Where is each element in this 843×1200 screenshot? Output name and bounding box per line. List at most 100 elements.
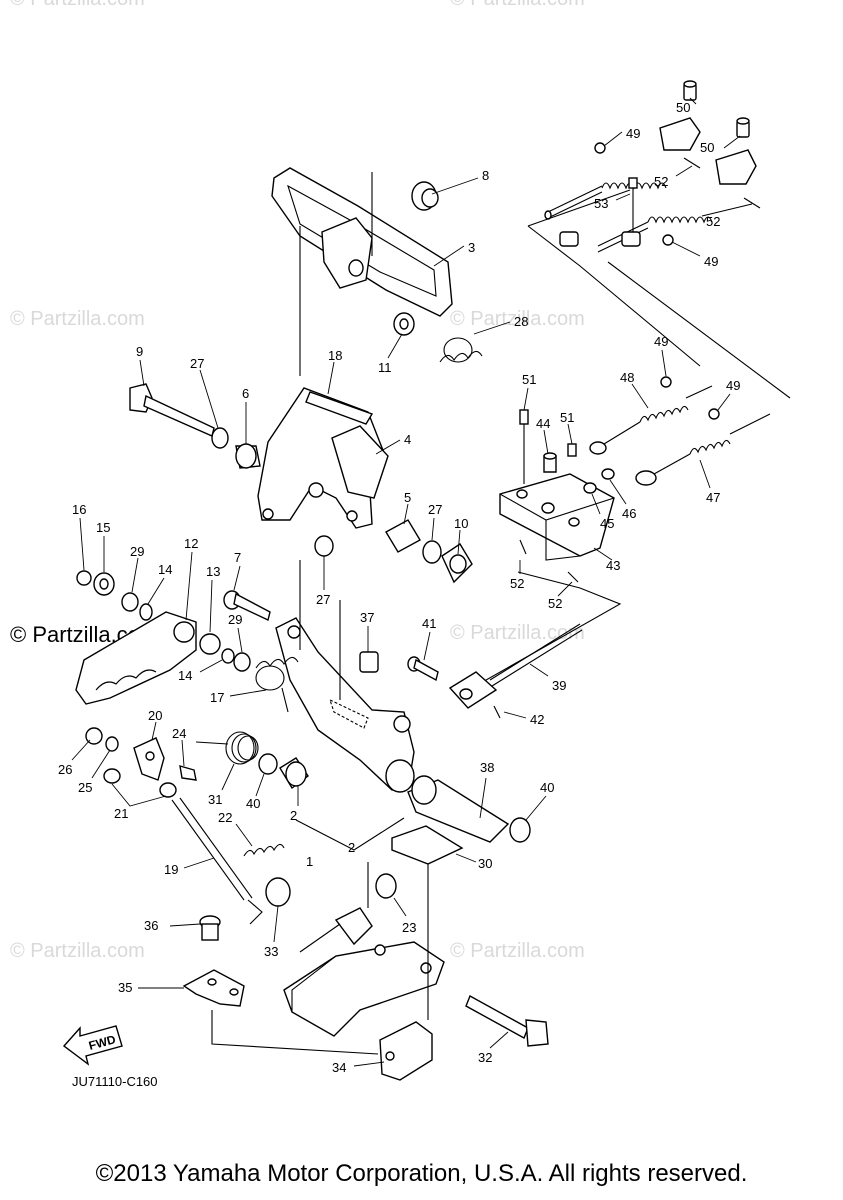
spring-17	[255, 656, 299, 669]
callout-12: 12	[184, 536, 198, 551]
callout-30: 30	[478, 856, 492, 871]
watermark-center-right: © Partzilla.com	[450, 622, 585, 644]
lever-12	[75, 611, 197, 705]
callout-27: 27	[190, 356, 204, 371]
watermark-low-left: © Partzilla.com	[10, 940, 145, 962]
pedal-pad-3	[271, 167, 453, 376]
cap-40a	[258, 753, 278, 775]
callout-25: 25	[78, 780, 92, 795]
bracket-20	[133, 737, 165, 781]
retaining-ring-49b	[662, 234, 674, 246]
cable-48	[589, 385, 713, 455]
callout-49: 49	[654, 334, 668, 349]
copyright-notice: ©2013 Yamaha Motor Corporation, U.S.A. A…	[95, 1160, 748, 1187]
nut-45	[583, 482, 597, 494]
callout-29: 29	[130, 544, 144, 559]
callout-45: 45	[600, 516, 614, 531]
callout-7: 7	[234, 550, 241, 565]
callout-36: 36	[144, 918, 158, 933]
callout-11: 11	[378, 360, 392, 375]
callout-53: 53	[594, 196, 608, 211]
nut-46	[601, 468, 615, 480]
collar-14a	[139, 603, 153, 621]
callout-5: 5	[404, 490, 411, 505]
ring-16	[76, 570, 92, 586]
callout-2: 2	[348, 840, 355, 855]
screw-51a	[519, 409, 529, 425]
callout-33: 33	[264, 944, 278, 959]
cable-spring-b	[647, 216, 713, 224]
collar-33	[265, 877, 291, 907]
collar-5	[385, 519, 421, 553]
callout-18: 18	[328, 348, 342, 363]
retaining-ring-49c	[660, 376, 672, 388]
callout-27: 27	[428, 502, 442, 517]
callout-10: 10	[454, 516, 468, 531]
fwd-label: FWD	[87, 1032, 117, 1053]
callout-26: 26	[58, 762, 72, 777]
callout-52: 52	[548, 596, 562, 611]
cable-assembly-upper	[544, 80, 761, 253]
callout-50: 50	[676, 100, 690, 115]
callout-21: 21	[114, 806, 128, 821]
collar-37	[359, 651, 379, 673]
callout-47: 47	[706, 490, 720, 505]
callout-48: 48	[620, 370, 634, 385]
callout-6: 6	[242, 386, 249, 401]
callout-49: 49	[704, 254, 718, 269]
callout-39: 39	[552, 678, 566, 693]
base-bracket	[283, 907, 445, 1037]
callout-52: 52	[510, 576, 524, 591]
callout-37: 37	[360, 610, 374, 625]
callout-42: 42	[530, 712, 544, 727]
callout-40: 40	[246, 796, 260, 811]
retaining-ring-49a	[594, 142, 606, 154]
callout-16: 16	[72, 502, 86, 517]
cap-40b	[509, 817, 531, 843]
callout-51: 51	[560, 410, 574, 425]
bolt-36	[199, 915, 221, 941]
callout-15: 15	[96, 520, 110, 535]
callout-27: 27	[316, 592, 330, 607]
callout-17: 17	[210, 690, 224, 705]
nut-21a	[103, 768, 121, 784]
watermark-top-left: © Partzilla.com	[10, 0, 145, 11]
callouts: 50 49 50 8 52 53 52 49 3 28 11 9 27 18 6…	[58, 100, 740, 1075]
plate-34	[379, 1021, 433, 1081]
nut-21b	[159, 782, 177, 798]
callout-22: 22	[218, 810, 232, 825]
callout-49: 49	[626, 126, 640, 141]
bolt-9	[129, 383, 215, 437]
callout-1: 1	[306, 854, 313, 869]
adjuster-rod-39	[448, 623, 583, 709]
bolt-7	[223, 590, 271, 621]
callout-52: 52	[706, 214, 720, 229]
callout-24: 24	[172, 726, 186, 741]
callout-44: 44	[536, 416, 550, 431]
screw-51b	[567, 443, 577, 457]
callout-4: 4	[404, 432, 411, 447]
collar-27a	[211, 427, 229, 449]
stop-plate-18	[305, 391, 374, 425]
clevis-upper-b	[715, 149, 757, 185]
callout-52: 52	[654, 174, 668, 189]
retaining-ring-49d	[708, 408, 720, 420]
callout-43: 43	[606, 558, 620, 573]
callout-35: 35	[118, 980, 132, 995]
watermark-mid-right: © Partzilla.com	[450, 308, 585, 330]
rod-19	[171, 797, 263, 925]
cable-47	[635, 413, 771, 486]
watermark-top-right: © Partzilla.com	[450, 0, 585, 11]
collar-27b	[422, 540, 442, 564]
bolt-24	[179, 765, 197, 781]
pad-30	[391, 825, 464, 865]
reference-lines-top	[527, 189, 791, 399]
spring-28	[439, 350, 483, 363]
washer-29a	[121, 592, 139, 612]
callout-14: 14	[158, 562, 172, 577]
callout-38: 38	[480, 760, 494, 775]
callout-23: 23	[402, 920, 416, 935]
bolt-32	[465, 995, 549, 1047]
callout-3: 3	[468, 240, 475, 255]
callout-2: 2	[290, 808, 297, 823]
